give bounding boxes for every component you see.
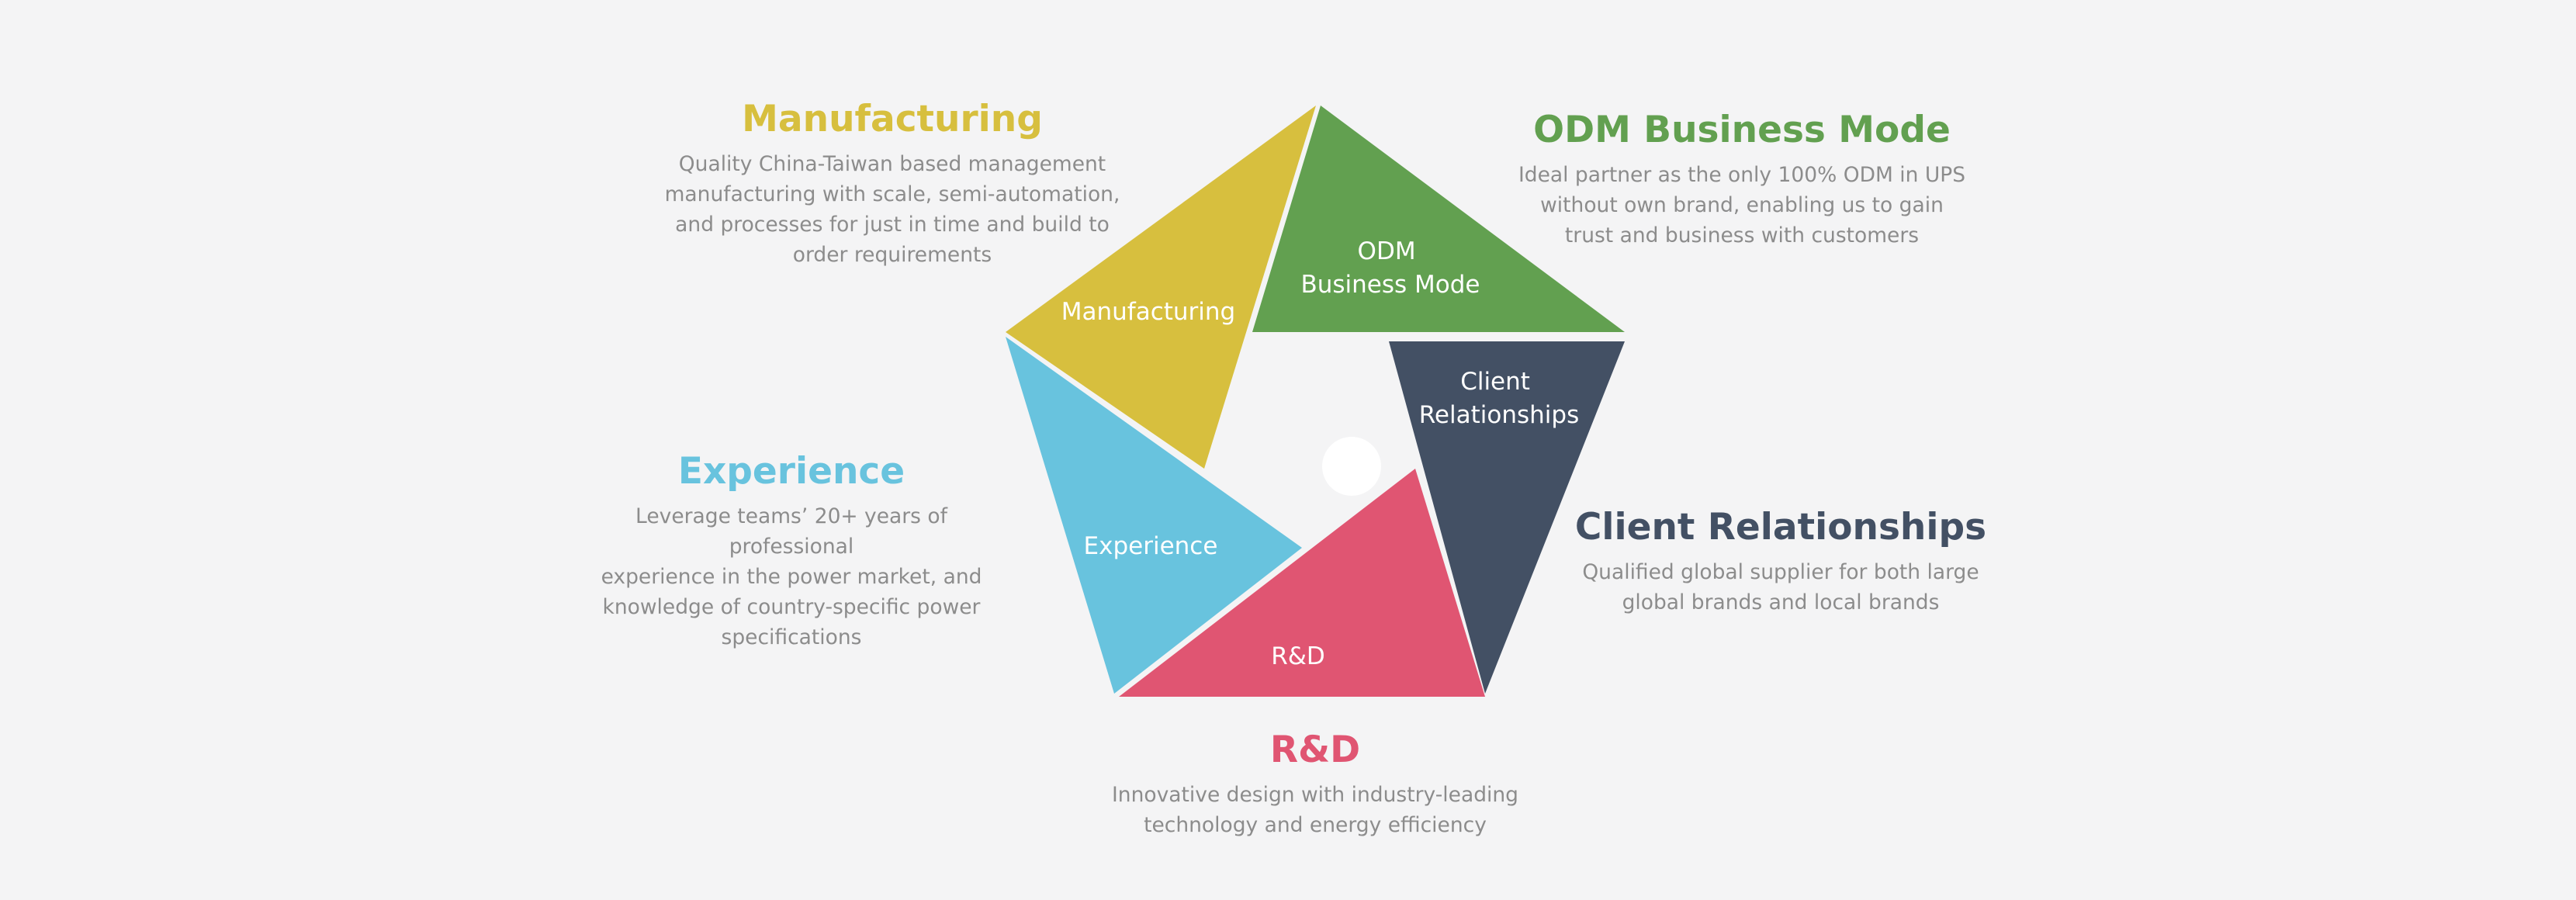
client-description: Qualified global supplier for both large… xyxy=(1567,557,1994,618)
client-segment-label-line: Relationships xyxy=(1419,401,1579,429)
description-line: Quality China-Taiwan based management xyxy=(678,152,1106,176)
description-line: Leverage teams’ 20+ years of professiona… xyxy=(635,504,947,559)
client-segment-label: Client Relationships xyxy=(1419,368,1579,429)
manufacturing-segment-label-line: Manufacturing xyxy=(1061,298,1235,326)
client-segment[interactable] xyxy=(1389,341,1625,694)
description-line: and processes for just in time and build… xyxy=(675,213,1110,237)
rd-description: Innovative design with industry-leading … xyxy=(1082,780,1548,840)
manufacturing-title: Manufacturing xyxy=(742,98,1043,140)
client-caption: Client Relationships Qualified global su… xyxy=(1567,504,1994,618)
odm-segment[interactable] xyxy=(1252,106,1625,332)
description-line: knowledge of country-specific power xyxy=(602,595,981,619)
rd-segment-label-line: R&D xyxy=(1271,642,1325,670)
rd-segment-label: R&D xyxy=(1271,642,1325,670)
experience-segment[interactable] xyxy=(1006,337,1302,694)
description-line: Innovative design with industry-leading xyxy=(1111,783,1519,807)
description-line: experience in the power market, and xyxy=(601,565,982,589)
description-line: Ideal partner as the only 100% ODM in UP… xyxy=(1518,163,1966,187)
description-line: specifications xyxy=(721,625,862,649)
odm-caption: ODM Business Mode Ideal partner as the o… xyxy=(1497,107,1986,251)
odm-segment-label-line: ODM xyxy=(1358,237,1416,265)
manufacturing-segment[interactable] xyxy=(1006,106,1316,469)
experience-segment-label: Experience xyxy=(1084,532,1218,560)
center-dot xyxy=(1322,437,1381,496)
odm-description: Ideal partner as the only 100% ODM in UP… xyxy=(1497,160,1986,251)
client-title: Client Relationships xyxy=(1574,506,1987,549)
client-segment-label-line: Client xyxy=(1460,368,1530,396)
experience-description: Leverage teams’ 20+ years of professiona… xyxy=(570,501,1013,652)
manufacturing-caption: Manufacturing Quality China-Taiwan based… xyxy=(660,96,1125,270)
rd-segment[interactable] xyxy=(1119,469,1485,697)
description-line: manufacturing with scale, semi-automatio… xyxy=(664,182,1120,206)
odm-title: ODM Business Mode xyxy=(1533,109,1951,151)
odm-segment-label-line: Business Mode xyxy=(1300,271,1480,299)
experience-title: Experience xyxy=(677,450,905,493)
description-line: trust and business with customers xyxy=(1564,223,1920,248)
manufacturing-segment-label: Manufacturing xyxy=(1061,298,1235,326)
description-line: without own brand, enabling us to gain xyxy=(1540,193,1944,217)
manufacturing-description: Quality China-Taiwan based management ma… xyxy=(660,149,1125,270)
description-line: Qualified global supplier for both large xyxy=(1582,560,1979,584)
description-line: order requirements xyxy=(792,243,992,267)
experience-segment-label-line: Experience xyxy=(1084,532,1218,560)
rd-title: R&D xyxy=(1269,729,1361,771)
rd-caption: R&D Innovative design with industry-lead… xyxy=(1082,727,1548,840)
description-line: global brands and local brands xyxy=(1622,590,1940,614)
experience-caption: Experience Leverage teams’ 20+ years of … xyxy=(570,448,1013,652)
description-line: technology and energy efficiency xyxy=(1144,813,1487,837)
odm-segment-label: ODM Business Mode xyxy=(1300,237,1480,299)
